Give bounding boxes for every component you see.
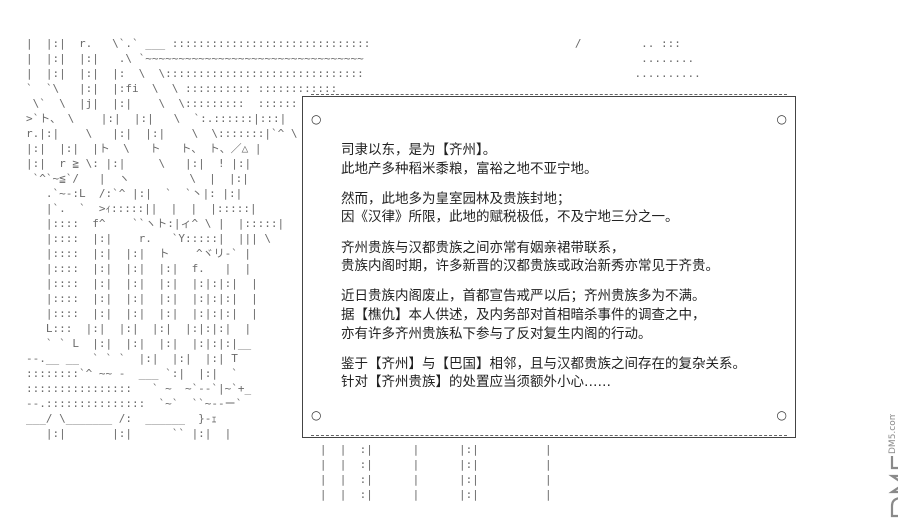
text-line: 司隶以东，是为【齐州】。 — [341, 142, 497, 158]
text-line: 此地产多种稻米黍粮，富裕之地不亚宁地。 — [341, 160, 598, 177]
text-line: 然而，此地多为皇室园林及贵族封地； — [341, 190, 571, 207]
text-line: 亦有许多齐州贵族私下参与了反对复生内阁的行动。 — [341, 325, 652, 342]
text-line: 齐州贵族与汉都贵族之间亦常有姻亲裙带联系， — [341, 239, 625, 256]
watermark-logo: DM5.com — [888, 414, 898, 518]
text-line: 贵族内阁时期，许多新晋的汉都贵族或政治新秀亦常见于齐贵。 — [341, 258, 719, 275]
paragraph: 近日贵族内阁废止，首都宣告戒严以后；齐州贵族多为不满。 据【樵仇】本人供述，及内… — [341, 287, 785, 343]
corner-ring-icon: ○ — [311, 408, 322, 422]
ascii-art-top: / .. ::: ........ .......... — [574, 37, 701, 80]
text-line: 近日贵族内阁废止，首都宣告戒严以后；齐州贵族多为不满。 — [341, 288, 706, 305]
watermark-text: DM5.com — [888, 414, 898, 454]
paragraph: 齐州贵族与汉都贵族之间亦常有姻亲裙带联系， 贵族内阁时期，许多新晋的汉都贵族或政… — [341, 239, 785, 276]
text-line: 据【樵仇】本人供述，及内务部对首相暗杀事件的调查之中， — [341, 306, 706, 323]
ascii-art-bottom: | | :| | |:| | | | :| | |:| | | | :| | |… — [319, 443, 552, 501]
paragraph: 鉴于【齐州】与【巴国】相邻，且与汉都贵族之间存在的复杂关系。 针对【齐州贵族】的… — [341, 355, 785, 392]
frame-top-border — [311, 94, 787, 99]
ascii-art-illustration: | |:| r. \`.` ___ ::::::::::::::::::::::… — [26, 37, 371, 440]
corner-ring-icon: ○ — [311, 112, 322, 126]
paragraph: 司隶以东，是为【齐州】。 此地产多种稻米黍粮，富裕之地不亚宁地。 — [341, 141, 785, 178]
text-line: 因《汉律》所限，此地的赋税极低，不及宁地三分之一。 — [341, 209, 679, 226]
text-line: 鉴于【齐州】与【巴国】相邻，且与汉都贵族之间存在的复杂关系。 — [341, 355, 746, 372]
corner-ring-icon: ○ — [776, 408, 787, 422]
corner-ring-icon: ○ — [776, 112, 787, 126]
narration-text: 司隶以东，是为【齐州】。 此地产多种稻米黍粮，富裕之地不亚宁地。 然而，此地多为… — [341, 141, 785, 404]
text-line: 针对【齐州贵族】的处置应当须额外小心…… — [341, 374, 611, 391]
narration-box: ○ ○ ○ ○ 司隶以东，是为【齐州】。 此地产多种稻米黍粮，富裕之地不亚宁地。… — [302, 94, 796, 440]
frame-bottom-border — [311, 435, 787, 440]
paragraph: 然而，此地多为皇室园林及贵族封地； 因《汉律》所限，此地的赋税极低，不及宁地三分… — [341, 190, 785, 227]
